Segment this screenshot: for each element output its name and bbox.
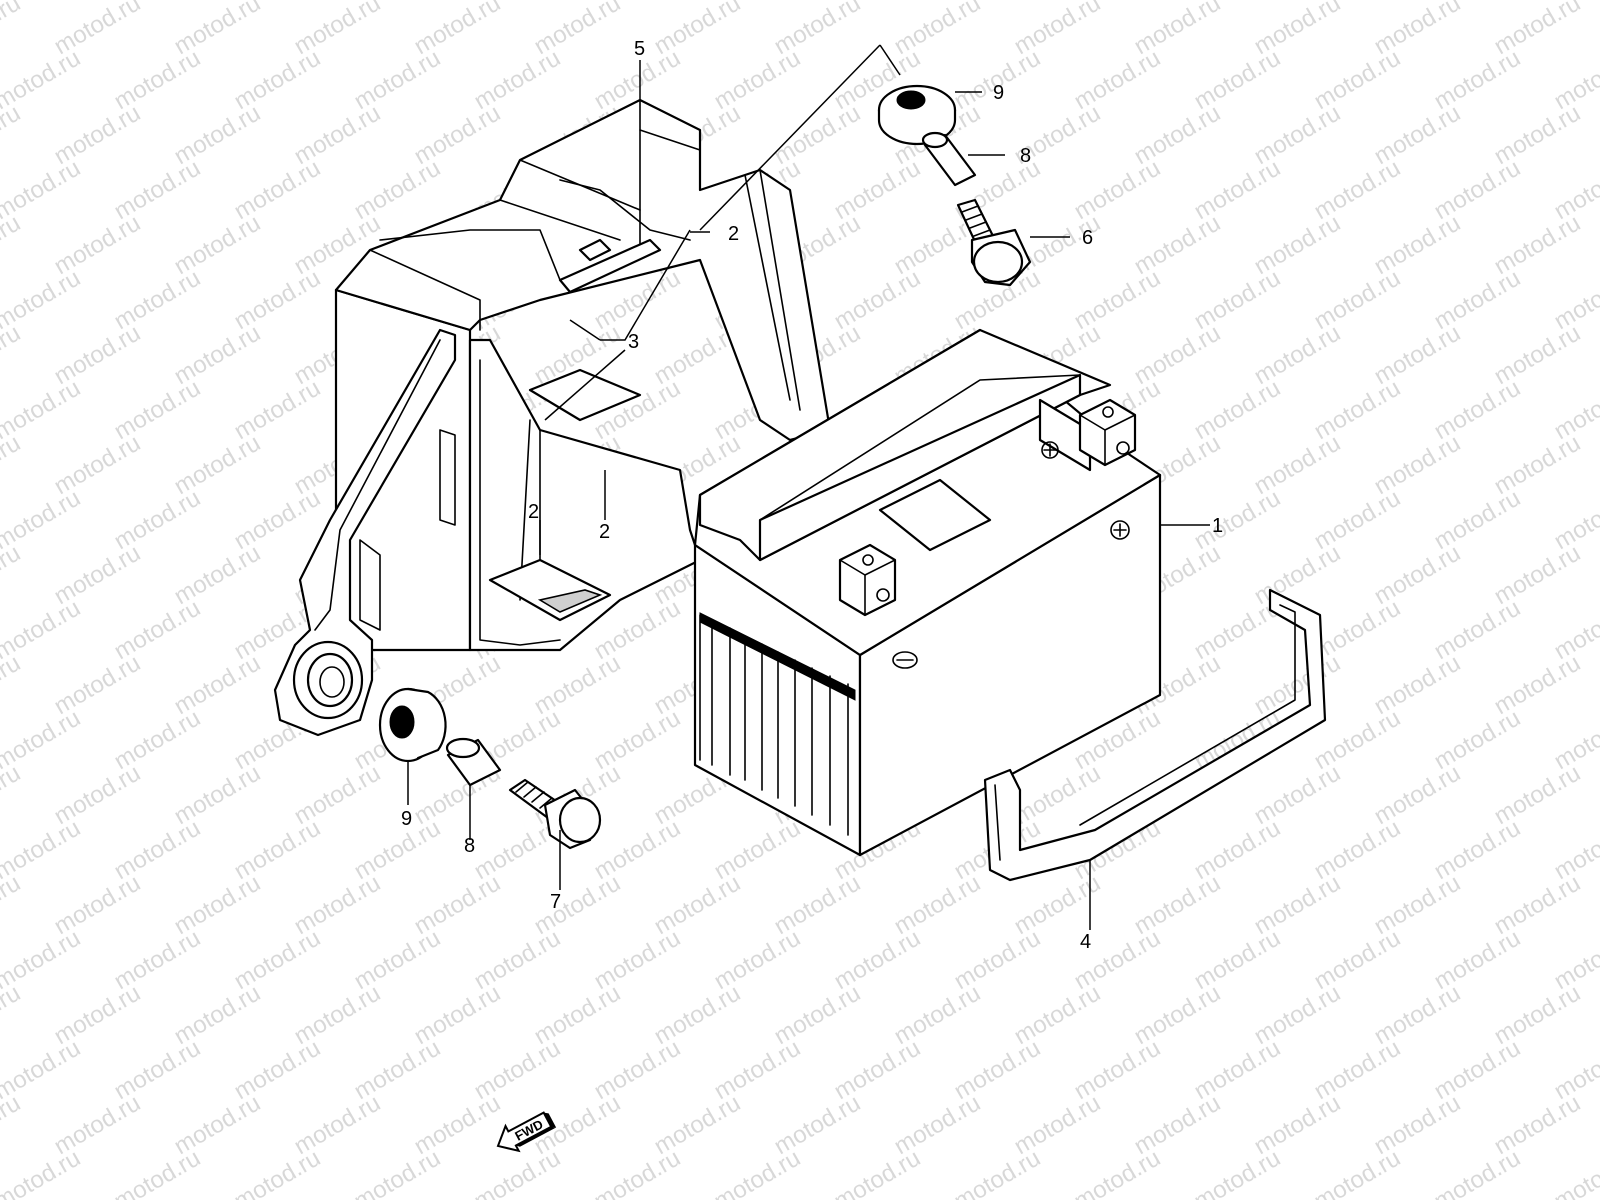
watermark-text: motod.ru bbox=[1550, 484, 1600, 555]
watermark-text: motod.ru bbox=[1550, 264, 1600, 335]
grommet-lower bbox=[378, 687, 447, 763]
watermark-text: motod.ru bbox=[350, 1144, 446, 1200]
callout-9-upper: 9 bbox=[993, 82, 1004, 104]
callout-5: 5 bbox=[634, 38, 645, 60]
watermark-text: motod.ru bbox=[0, 979, 25, 1050]
watermark-text: motod.ru bbox=[1550, 154, 1600, 225]
callout-4: 4 bbox=[1080, 931, 1091, 953]
watermark-text: motod.ru bbox=[230, 1144, 326, 1200]
callout-2-floor-right: 2 bbox=[599, 521, 610, 543]
watermark-text: motod.ru bbox=[1550, 814, 1600, 885]
callout-2-floor-left: 2 bbox=[528, 501, 539, 523]
callout-7: 7 bbox=[550, 891, 561, 913]
watermark-text: motod.ru bbox=[0, 1144, 85, 1200]
watermark-text: motod.ru bbox=[830, 1144, 926, 1200]
callout-6: 6 bbox=[1082, 227, 1093, 249]
watermark-text: motod.ru bbox=[1550, 374, 1600, 445]
bolt-lower bbox=[508, 778, 602, 850]
watermark-text: motod.ru bbox=[1070, 1144, 1166, 1200]
watermark-text: motod.ru bbox=[0, 1089, 25, 1160]
watermark-text: motod.ru bbox=[1550, 1034, 1600, 1105]
battery-case bbox=[273, 98, 832, 737]
watermark-text: motod.ru bbox=[110, 1144, 206, 1200]
bolt-upper bbox=[956, 198, 1032, 287]
watermark-text: motod.ru bbox=[1550, 1144, 1600, 1200]
watermark-text: motod.ru bbox=[0, 539, 25, 610]
watermark-text: motod.ru bbox=[1550, 704, 1600, 775]
battery-band bbox=[983, 588, 1327, 882]
watermark-text: motod.ru bbox=[0, 319, 25, 390]
callout-3: 3 bbox=[628, 331, 639, 353]
battery bbox=[693, 328, 1162, 857]
watermark-text: motod.ru bbox=[1310, 1144, 1406, 1200]
watermark-text: motod.ru bbox=[1430, 1144, 1526, 1200]
watermark-text: motod.ru bbox=[0, 209, 25, 280]
watermark-text: motod.ru bbox=[1550, 44, 1600, 115]
callout-1: 1 bbox=[1212, 515, 1223, 537]
grommet-upper bbox=[877, 84, 957, 146]
watermark-text: motod.ru bbox=[0, 649, 25, 720]
watermark-text: motod.ru bbox=[470, 1144, 566, 1200]
watermark-text: motod.ru bbox=[0, 99, 25, 170]
watermark-text: motod.ru bbox=[1550, 924, 1600, 995]
watermark-text: motod.ru bbox=[0, 869, 25, 940]
watermark-text: motod.ru bbox=[0, 429, 25, 500]
watermark-text: motod.ru bbox=[950, 1144, 1046, 1200]
battery-cell-ribs bbox=[699, 612, 856, 836]
callout-labels: 1 2 2 2 3 4 5 6 7 8 8 9 9 bbox=[401, 38, 1223, 953]
collar-upper bbox=[921, 131, 977, 187]
leader-lines bbox=[407, 44, 1210, 930]
callout-9-lower: 9 bbox=[401, 808, 412, 830]
callout-8-lower: 8 bbox=[464, 835, 475, 857]
callout-2-top: 2 bbox=[728, 223, 739, 245]
watermark-text: motod.ru bbox=[0, 759, 25, 830]
watermark-text: motod.ru bbox=[1550, 594, 1600, 665]
watermark-text: motod.ru bbox=[710, 1144, 806, 1200]
watermark-text: motod.ru bbox=[1190, 1144, 1286, 1200]
collar-lower bbox=[445, 737, 502, 787]
watermark-text: motod.ru bbox=[590, 1144, 686, 1200]
callout-8-upper: 8 bbox=[1020, 145, 1031, 167]
watermark-text: motod.ru bbox=[0, 0, 25, 60]
